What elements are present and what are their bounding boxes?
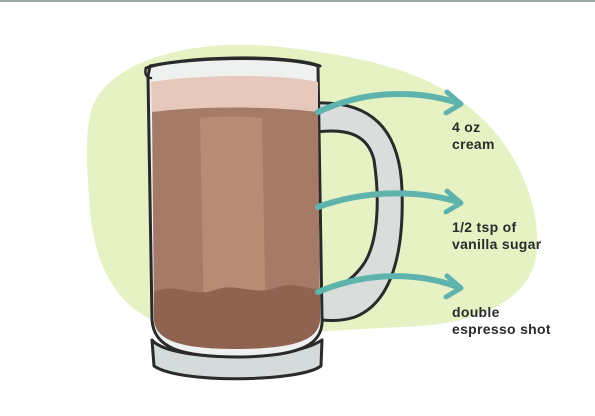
espresso-label-line1: double — [452, 304, 500, 320]
arrow-head-cream — [443, 89, 464, 116]
curved-arrow-icon — [315, 89, 464, 116]
arrow-to-cream — [315, 90, 458, 115]
mug-rim-lip — [144, 66, 153, 80]
glass-mug-icon — [144, 56, 404, 381]
vanilla-sugar-label-line1: 1/2 tsp of — [452, 219, 517, 235]
vanilla-sugar-label: 1/2 tsp of vanilla sugar — [452, 219, 542, 253]
arrow-to-espresso — [315, 273, 458, 295]
espresso-label: double espresso shot — [452, 304, 551, 338]
arrow-head-vanilla-sugar — [443, 188, 464, 215]
cream-foam-layer — [151, 76, 318, 114]
espresso-layer — [154, 285, 320, 349]
cream-label-line1: 4 oz — [452, 119, 481, 135]
curved-arrow-icon — [315, 273, 464, 300]
glass-highlight — [200, 116, 266, 333]
arrow-head-espresso — [443, 273, 464, 300]
espresso-label-line2: espresso shot — [452, 321, 551, 337]
top-divider-line — [0, 0, 595, 2]
curved-arrow-icon — [315, 188, 464, 215]
arrow-to-vanilla-sugar — [315, 190, 458, 210]
cream-label: 4 oz cream — [452, 119, 495, 153]
cream-label-line2: cream — [452, 136, 495, 152]
vanilla-sugar-label-line2: vanilla sugar — [452, 236, 542, 252]
mug-rim — [144, 56, 322, 70]
